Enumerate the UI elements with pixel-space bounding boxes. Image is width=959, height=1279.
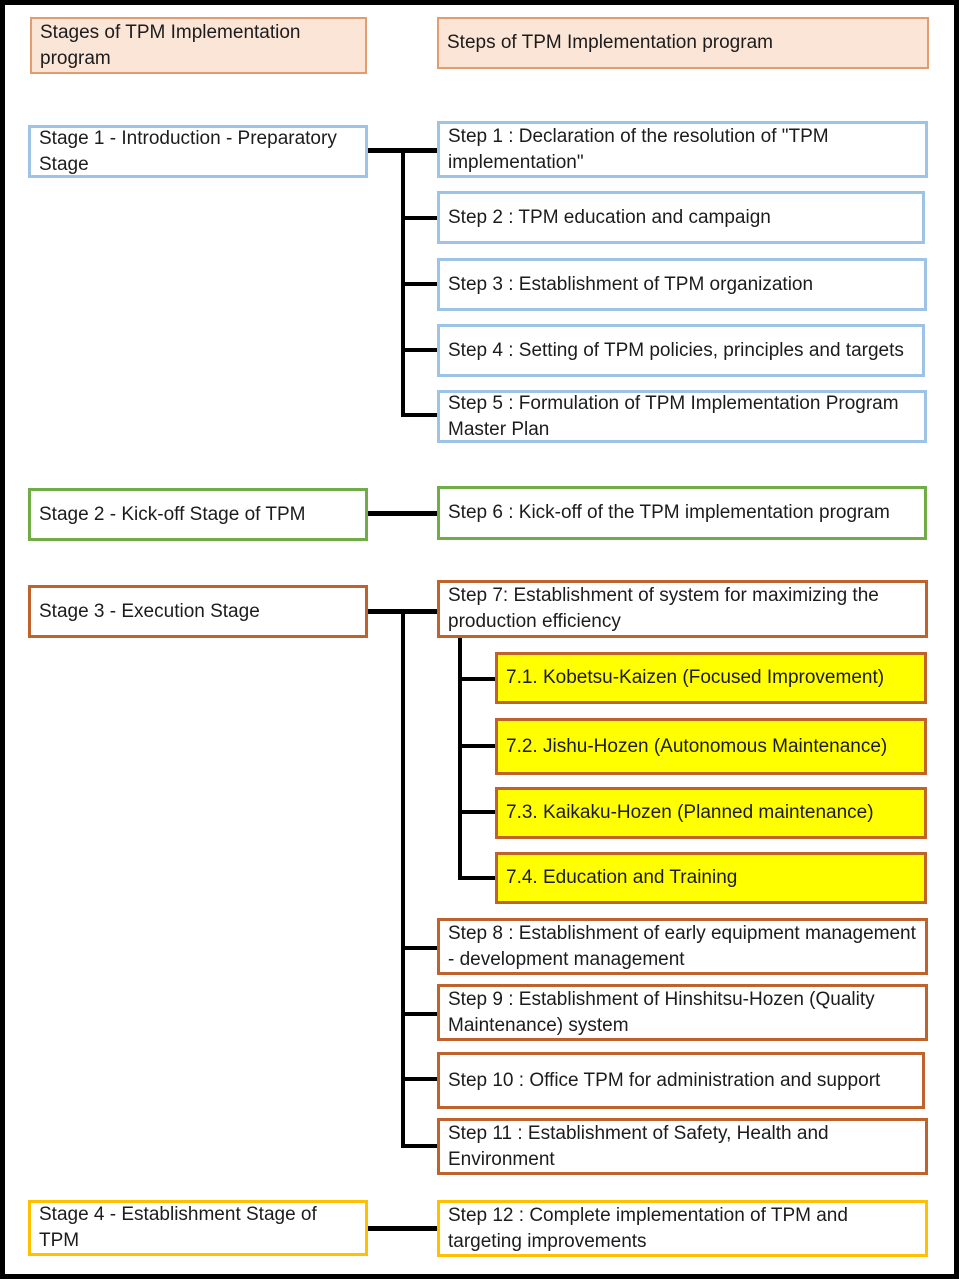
step-2-box: Step 2 : TPM education and campaign [437,191,925,244]
stage-2-box: Stage 2 - Kick-off Stage of TPM [28,488,368,541]
step-6-box: Step 6 : Kick-off of the TPM implementat… [437,486,927,540]
step-7-label: Step 7: Establishment of system for maxi… [448,585,879,632]
connector-stub-step8 [401,946,438,950]
stage-3-label: Stage 3 - Execution Stage [39,600,260,622]
step-8-box: Step 8 : Establishment of early equipmen… [437,918,928,975]
connector-stub-step11 [401,1144,438,1148]
connector-stage2-step6 [368,511,438,516]
stage-1-box: Stage 1 - Introduction - Preparatory Sta… [28,125,368,178]
substep-7-4-box: 7.4. Education and Training [495,852,927,904]
substep-7-1-box: 7.1. Kobetsu-Kaizen (Focused Improvement… [495,652,927,704]
step-1-label: Step 1 : Declaration of the resolution o… [448,125,829,173]
substep-7-4-label: 7.4. Education and Training [506,867,738,888]
column-header-steps: Steps of TPM Implementation program [437,17,929,69]
step-9-label: Step 9 : Establishment of Hinshitsu-Hoze… [448,988,875,1036]
step-5-label: Step 5 : Formulation of TPM Implementati… [448,392,899,440]
step-10-label: Step 10 : Office TPM for administration … [448,1069,881,1091]
substep-7-3-box: 7.3. Kaikaku-Hozen (Planned maintenance) [495,787,927,839]
connector-stub-step3 [401,282,438,286]
step-4-label: Step 4 : Setting of TPM policies, princi… [448,339,904,361]
step-3-label: Step 3 : Establishment of TPM organizati… [448,273,814,295]
step-12-label: Step 12 : Complete implementation of TPM… [448,1204,848,1252]
step-12-box: Step 12 : Complete implementation of TPM… [437,1200,928,1257]
step-9-box: Step 9 : Establishment of Hinshitsu-Hoze… [437,984,928,1041]
step-3-box: Step 3 : Establishment of TPM organizati… [437,258,927,311]
connector-stub-step4 [401,348,438,352]
stage-1-label: Stage 1 - Introduction - Preparatory Sta… [39,127,337,175]
step-1-box: Step 1 : Declaration of the resolution o… [437,121,928,178]
stage-4-label: Stage 4 - Establishment Stage of TPM [39,1204,317,1251]
step-10-box: Step 10 : Office TPM for administration … [437,1052,925,1109]
connector-stage3-trunk [401,609,405,1148]
stage-3-box: Stage 3 - Execution Stage [28,585,368,638]
stage-2-label: Stage 2 - Kick-off Stage of TPM [39,503,306,525]
connector-step7-subtrunk [458,638,462,880]
connector-stub-substep-7-4 [458,876,495,880]
connector-stub-step9 [401,1012,438,1016]
column-header-steps-label: Steps of TPM Implementation program [447,32,773,53]
step-8-label: Step 8 : Establishment of early equipmen… [448,922,916,970]
column-header-stages: Stages of TPM Implementation program [30,17,367,74]
step-5-box: Step 5 : Formulation of TPM Implementati… [437,390,927,443]
connector-stub-step10 [401,1077,438,1081]
substep-7-3-label: 7.3. Kaikaku-Hozen (Planned maintenance) [506,802,874,823]
connector-stub-substep-7-3 [458,810,495,814]
step-2-label: Step 2 : TPM education and campaign [448,206,771,228]
connector-stub-step5 [401,413,438,417]
step-11-box: Step 11 : Establishment of Safety, Healt… [437,1118,928,1175]
substep-7-2-label: 7.2. Jishu-Hozen (Autonomous Maintenance… [506,735,888,757]
connector-stage4-step12 [368,1226,438,1231]
stage-4-box: Stage 4 - Establishment Stage of TPM [28,1200,368,1256]
column-header-stages-label: Stages of TPM Implementation program [40,21,301,69]
connector-stub-step2 [401,216,438,220]
step-11-label: Step 11 : Establishment of Safety, Healt… [448,1122,829,1170]
connector-stub-substep-7-2 [458,744,495,748]
step-4-box: Step 4 : Setting of TPM policies, princi… [437,324,925,377]
substep-7-2-box: 7.2. Jishu-Hozen (Autonomous Maintenance… [495,718,927,775]
step-6-label: Step 6 : Kick-off of the TPM implementat… [448,502,890,523]
connector-stub-substep-7-1 [458,677,495,681]
step-7-box: Step 7: Establishment of system for maxi… [437,580,928,638]
substep-7-1-label: 7.1. Kobetsu-Kaizen (Focused Improvement… [506,667,885,688]
